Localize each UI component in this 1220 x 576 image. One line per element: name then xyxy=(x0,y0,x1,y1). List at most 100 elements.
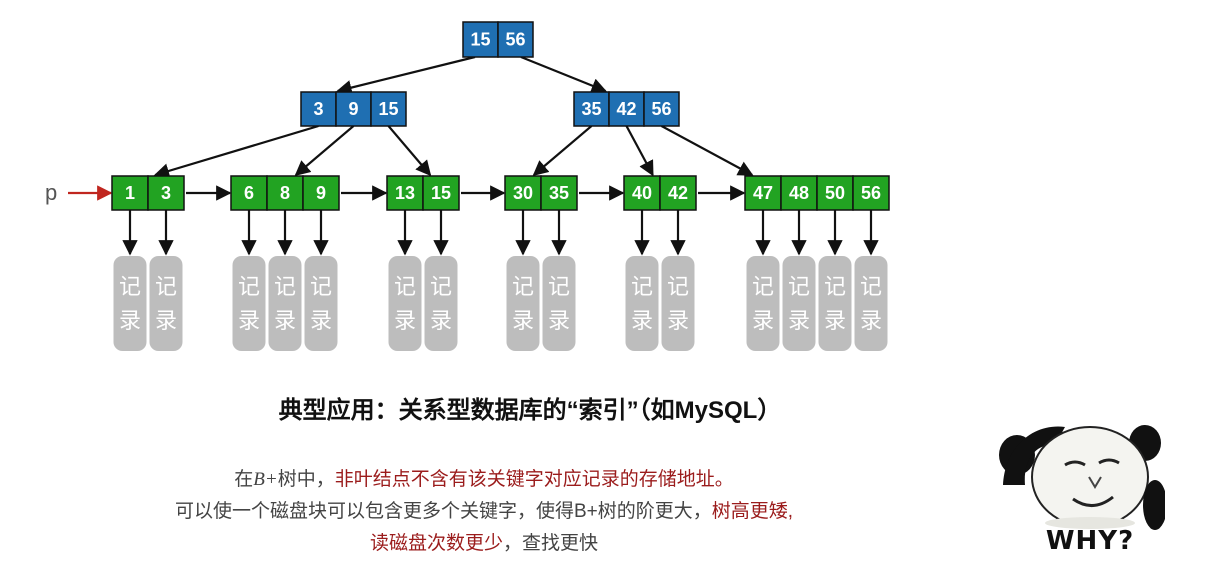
tree-edge xyxy=(520,55,607,93)
key-cell xyxy=(504,175,542,211)
key-cell xyxy=(659,175,697,211)
desc-highlight: 非叶结点不含有该关键字对应记录的存储地址。 xyxy=(334,469,734,490)
record-block: 记录 xyxy=(149,256,183,351)
record-label: 录 xyxy=(824,309,846,334)
key-label: 35 xyxy=(549,183,569,203)
record-block: 记录 xyxy=(424,256,458,351)
description: 在B+树中，非叶结点不含有该关键字对应记录的存储地址。 可以使一个磁盘块可以包含… xyxy=(0,464,968,560)
description-line-1: 在B+树中，非叶结点不含有该关键字对应记录的存储地址。 xyxy=(0,464,968,496)
record-label: 录 xyxy=(274,309,296,334)
key-cell xyxy=(497,21,534,58)
tree-edge xyxy=(625,125,654,177)
record-block: 记录 xyxy=(854,256,888,351)
record-shape xyxy=(782,256,816,351)
tree-edge xyxy=(532,125,593,176)
key-label: 15 xyxy=(378,99,398,119)
key-label: 6 xyxy=(244,183,254,203)
key-label: 13 xyxy=(395,183,415,203)
desc-text: 树中， xyxy=(277,469,335,490)
key-label: 3 xyxy=(313,99,323,119)
record-label: 记 xyxy=(274,275,296,300)
record-shape xyxy=(304,256,338,351)
leaf-node: 30 35 xyxy=(504,175,578,211)
key-cell xyxy=(302,175,340,211)
panda-nose xyxy=(1088,476,1102,489)
key-label: 42 xyxy=(616,99,636,119)
record-label: 记 xyxy=(752,275,774,300)
record-shape xyxy=(149,256,183,351)
record-label: 记 xyxy=(119,275,141,300)
key-cell xyxy=(816,175,854,211)
desc-text: ，查找更快 xyxy=(503,533,599,554)
key-cell xyxy=(780,175,818,211)
key-label: 56 xyxy=(505,30,525,50)
record-label: 记 xyxy=(667,275,689,300)
key-label: 30 xyxy=(513,183,533,203)
record-shape xyxy=(268,256,302,351)
record-label: 录 xyxy=(119,309,141,334)
record-shape xyxy=(232,256,266,351)
record-label: 录 xyxy=(860,309,882,334)
record-shape xyxy=(854,256,888,351)
record-label: 记 xyxy=(631,275,653,300)
record-shape xyxy=(818,256,852,351)
key-cell xyxy=(573,91,610,127)
record-shape xyxy=(424,256,458,351)
key-label: 9 xyxy=(348,99,358,119)
record-block: 记录 xyxy=(818,256,852,351)
record-block: 记录 xyxy=(625,256,659,351)
key-cell xyxy=(643,91,680,127)
key-label: 42 xyxy=(668,183,688,203)
panda-eye-right xyxy=(1098,458,1120,465)
key-cell xyxy=(422,175,460,211)
tree-edge xyxy=(387,125,432,177)
panda-cheek xyxy=(1045,517,1135,529)
meme-label: WHY? xyxy=(1045,526,1135,556)
desc-math: B+ xyxy=(253,469,278,490)
key-label: 15 xyxy=(431,183,451,203)
record-label: 录 xyxy=(512,309,534,334)
record-label: 录 xyxy=(394,309,416,334)
record-block: 记录 xyxy=(506,256,540,351)
record-label: 记 xyxy=(860,275,882,300)
key-cell xyxy=(852,175,890,211)
desc-highlight: 树高更矮, xyxy=(711,501,794,522)
key-cell xyxy=(147,175,185,211)
panda-eye-left xyxy=(1064,460,1086,467)
record-label: 录 xyxy=(667,309,689,334)
record-block: 记录 xyxy=(268,256,302,351)
record-label: 录 xyxy=(631,309,653,334)
record-shape xyxy=(661,256,695,351)
record-block: 记录 xyxy=(113,256,147,351)
record-shape xyxy=(625,256,659,351)
key-label: 1 xyxy=(125,183,135,203)
record-label: 录 xyxy=(430,309,452,334)
record-label: 记 xyxy=(824,275,846,300)
record-label: 记 xyxy=(310,275,332,300)
key-label: 50 xyxy=(825,183,845,203)
record-label: 记 xyxy=(430,275,452,300)
record-block: 记录 xyxy=(388,256,422,351)
record-label: 记 xyxy=(155,275,177,300)
record-label: 录 xyxy=(752,309,774,334)
internal-node: 3 9 15 xyxy=(300,91,407,127)
tree-edge xyxy=(336,55,476,96)
key-cell xyxy=(370,91,407,127)
description-line-3: 读磁盘次数更少，查找更快 xyxy=(0,528,968,560)
record-block: 记录 xyxy=(746,256,780,351)
key-label: 3 xyxy=(161,183,171,203)
record-label: 录 xyxy=(548,309,570,334)
tree-edge xyxy=(294,125,355,176)
record-block: 记录 xyxy=(232,256,266,351)
record-block: 记录 xyxy=(304,256,338,351)
record-shape xyxy=(542,256,576,351)
key-label: 8 xyxy=(280,183,290,203)
record-label: 记 xyxy=(512,275,534,300)
leaf-node: 13 15 xyxy=(386,175,460,211)
